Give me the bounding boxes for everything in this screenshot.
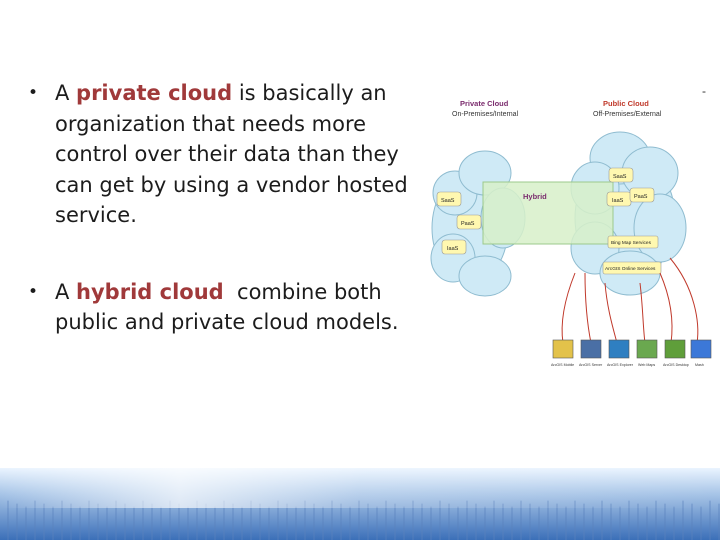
node-saas-left bbox=[436, 191, 462, 207]
bullet-dot: • bbox=[28, 281, 39, 302]
term-hybrid-cloud: hybrid cloud bbox=[76, 279, 224, 304]
node-paas-left bbox=[456, 214, 482, 230]
private-cloud-title: Private Cloud bbox=[460, 99, 509, 108]
bullet-body: is basically an organization that needs … bbox=[55, 81, 408, 227]
node-iaas-left bbox=[441, 239, 467, 255]
node-saas-left-label: SaaS bbox=[441, 198, 455, 204]
client-label: Mash bbox=[695, 363, 704, 367]
client-label: Web Maps bbox=[638, 363, 655, 367]
client-label: ArcGIS Server bbox=[579, 363, 603, 367]
private-cloud-subtitle: On-Premises/Internal bbox=[452, 111, 519, 118]
bullet-body: combine both public and private cloud mo… bbox=[55, 279, 399, 335]
hybrid-region bbox=[482, 181, 614, 245]
client-labels: ArcGIS Mobile ArcGIS Server ArcGIS Explo… bbox=[551, 363, 704, 367]
bullet-prefix: A bbox=[55, 279, 77, 304]
service-bing-maps-label: Bing Map Services bbox=[611, 240, 652, 246]
service-arcgis-online bbox=[602, 261, 662, 275]
node-paas-left-label: PaaS bbox=[461, 221, 475, 227]
hybrid-label: Hybrid bbox=[523, 192, 547, 201]
bullet-hybrid-cloud: • A hybrid cloud combine both public and… bbox=[28, 277, 408, 338]
client-icon-arcgis-mobile bbox=[552, 339, 574, 359]
client-icon-web-maps bbox=[636, 339, 658, 359]
service-arcgis-online-label: ArcGIS Online Services bbox=[605, 266, 656, 272]
client-label: ArcGIS Mobile bbox=[551, 363, 574, 367]
client-icon-arcgis-server bbox=[580, 339, 602, 359]
client-icon-arcgis-desktop bbox=[664, 339, 686, 359]
bullet-prefix: A bbox=[55, 81, 77, 105]
node-saas-right-label: SaaS bbox=[613, 174, 627, 180]
node-iaas-right-label: IaaS bbox=[612, 198, 624, 204]
slide-text: • A private cloud is basically an organi… bbox=[28, 78, 408, 338]
connector-lines bbox=[561, 257, 699, 344]
node-paas-right-label: PaaS bbox=[634, 194, 648, 200]
term-private-cloud: private cloud bbox=[76, 81, 233, 105]
client-icon-arcgis-explorer bbox=[608, 339, 630, 359]
node-iaas-left-label: IaaS bbox=[447, 246, 459, 252]
client-label: ArcGIS Desktop bbox=[663, 363, 689, 367]
service-bing-maps bbox=[607, 235, 659, 249]
client-icon-mash bbox=[690, 339, 712, 359]
client-label: ArcGIS Explorer bbox=[607, 363, 634, 367]
node-paas-right bbox=[629, 187, 655, 203]
bullet-dot: • bbox=[28, 83, 39, 103]
hybrid-cloud-diagram: Private Cloud On-Premises/Internal Publi… bbox=[430, 99, 712, 367]
node-saas-right bbox=[608, 167, 634, 183]
stray-mark: - bbox=[702, 84, 706, 98]
footer-server-image bbox=[0, 468, 720, 540]
public-cloud-title: Public Cloud bbox=[603, 99, 649, 108]
bullet-private-cloud: • A private cloud is basically an organi… bbox=[28, 78, 408, 231]
client-icons bbox=[552, 339, 712, 359]
public-cloud-subtitle: Off-Premises/External bbox=[593, 111, 662, 118]
